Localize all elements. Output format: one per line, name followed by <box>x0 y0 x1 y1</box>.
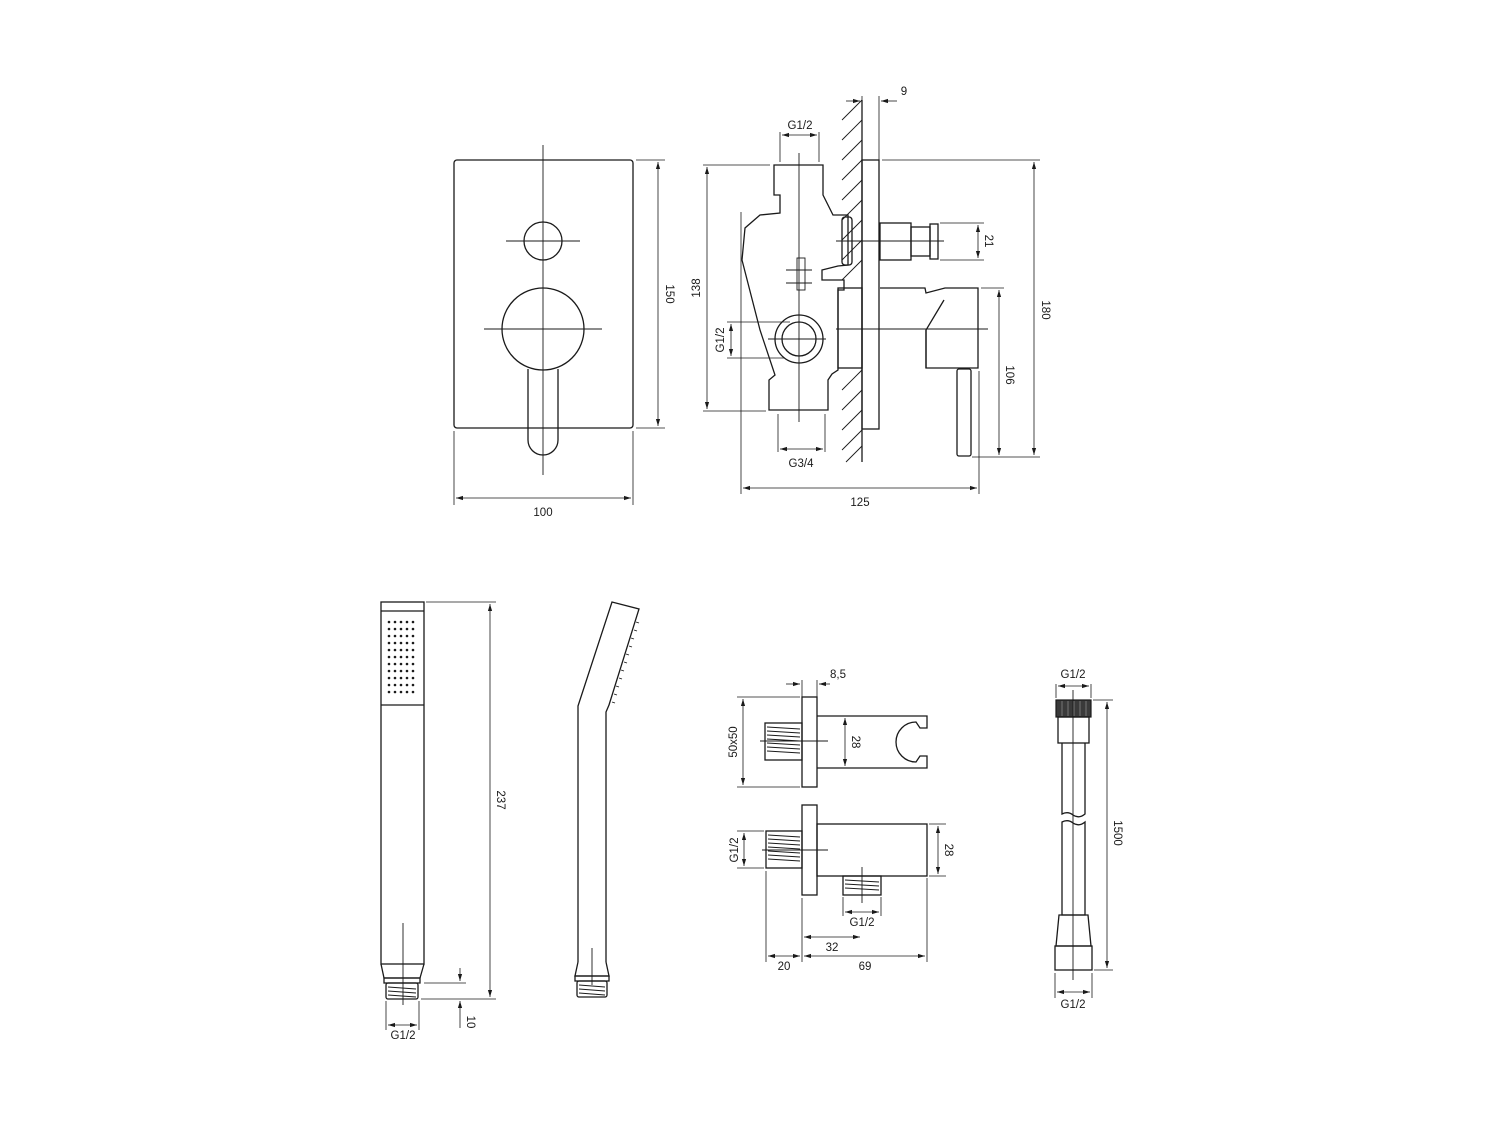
hand-shower-side-view <box>574 601 640 998</box>
diverter-label: 21 <box>982 235 994 248</box>
front-mixer-view: 150 100 <box>453 145 675 519</box>
mixer-handle-side <box>880 287 979 369</box>
body-height-label: 138 <box>691 278 703 297</box>
hand-shower-body <box>380 601 425 965</box>
plate-thickness-label: 8,5 <box>830 669 846 681</box>
lever-side <box>956 368 972 457</box>
plate-size-label: 50x50 <box>728 726 740 757</box>
thread-length-label: 10 <box>464 1016 476 1029</box>
handle-height-label: 106 <box>1003 365 1015 384</box>
shower-holder <box>817 715 928 769</box>
hose-view: G1/2 1500 G1/2 <box>1054 669 1123 1011</box>
inlet-thread <box>764 722 803 761</box>
wall-outlet-side-view: G1/2 28 G1/2 32 20 69 <box>729 804 954 973</box>
body-length-label: 69 <box>859 961 872 973</box>
front-height-label: 150 <box>663 284 675 303</box>
hand-shower-profile <box>577 601 640 962</box>
spray-nozzles <box>387 620 415 694</box>
hose-top-thread-label: G1/2 <box>1061 669 1086 681</box>
total-height-label: 180 <box>1039 300 1051 319</box>
hand-shower-length-label: 237 <box>494 790 506 809</box>
cover-plate <box>453 159 634 429</box>
outlet-body <box>816 823 928 877</box>
inlet-thread-label: G1/2 <box>729 838 741 863</box>
side-mixer-view: G1/2 9 138 G1/2 G3/4 21 180 106 <box>691 86 1051 509</box>
depth-label: 125 <box>850 497 869 509</box>
bottom-outlet-label: G3/4 <box>789 458 815 470</box>
holder-height-label: 28 <box>849 736 861 749</box>
valve-body <box>741 164 849 411</box>
wall-hatching <box>841 99 863 463</box>
lever <box>527 369 559 456</box>
thread-length-label: 20 <box>778 961 791 973</box>
plate-offset-label: 9 <box>901 86 907 98</box>
hand-shower-thread <box>385 982 419 1000</box>
hose-bottom-nut <box>1054 945 1093 971</box>
cover-plate-side <box>861 159 880 430</box>
outlet-offset-label: 32 <box>826 942 839 954</box>
hose-bottom-thread-label: G1/2 <box>1061 999 1086 1011</box>
hand-shower-front-view: 237 10 G1/2 <box>380 601 506 1042</box>
outlet-thread-label: G1/2 <box>850 917 875 929</box>
front-width-label: 100 <box>533 507 552 519</box>
wall-plate <box>801 696 818 788</box>
top-inlet-label: G1/2 <box>788 120 813 132</box>
hand-shower-thread-label: G1/2 <box>391 1030 416 1042</box>
wall-outlet-top-view: 8,5 50x50 28 <box>728 669 928 788</box>
hose-length-label: 1500 <box>1111 820 1123 846</box>
side-inlet-label: G1/2 <box>715 328 727 353</box>
body-height-label: 28 <box>942 844 954 857</box>
hose-body <box>1061 820 1086 916</box>
